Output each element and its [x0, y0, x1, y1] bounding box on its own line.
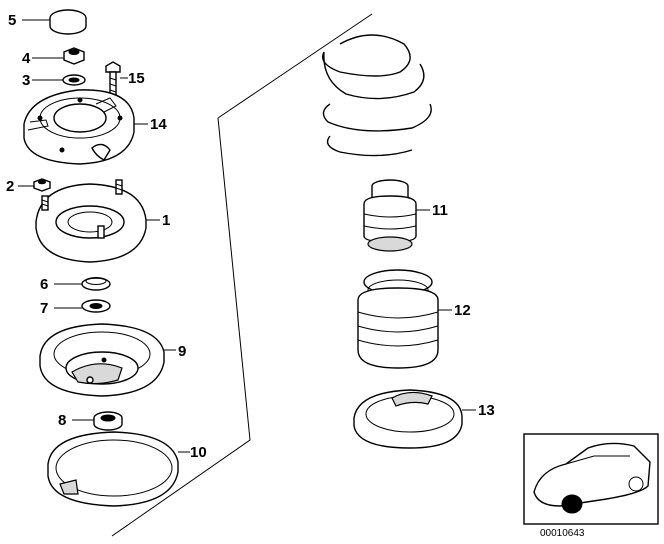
label-part-5: 5 — [8, 12, 16, 29]
label-part-11: 11 — [432, 202, 448, 219]
part-washer-top[interactable] — [62, 74, 86, 86]
coil-spring[interactable] — [322, 34, 432, 157]
label-part-3: 3 — [22, 72, 30, 89]
label-part-1: 1 — [162, 212, 170, 229]
part-bump-stop[interactable] — [363, 179, 417, 252]
label-part-13: 13 — [478, 402, 495, 419]
part-washer[interactable] — [81, 299, 111, 313]
reference-number: 00010643 — [540, 528, 585, 539]
label-part-15: 15 — [128, 70, 145, 87]
label-part-9: 9 — [178, 343, 186, 360]
label-part-10: 10 — [190, 444, 207, 461]
part-bearing[interactable] — [93, 411, 123, 431]
part-spring-seat[interactable] — [39, 323, 165, 397]
part-strut-mount[interactable] — [35, 179, 147, 263]
part-cap[interactable] — [49, 9, 87, 35]
label-part-6: 6 — [40, 276, 48, 293]
car-inset — [523, 433, 659, 525]
part-lower-pad[interactable] — [47, 431, 179, 507]
part-spring-pad[interactable] — [353, 389, 463, 449]
part-nut[interactable] — [63, 47, 85, 65]
part-bolt[interactable] — [105, 61, 121, 99]
label-part-4: 4 — [22, 50, 31, 67]
label-part-12: 12 — [454, 302, 471, 319]
part-ring[interactable] — [81, 277, 111, 291]
part-nut-small[interactable] — [33, 178, 51, 192]
divider-line — [111, 13, 373, 537]
part-protective-boot[interactable] — [357, 269, 439, 369]
label-part-2: 2 — [6, 178, 14, 195]
part-support-plate[interactable] — [23, 89, 135, 165]
label-part-14: 14 — [150, 116, 167, 133]
label-part-7: 7 — [40, 300, 48, 317]
label-part-8: 8 — [58, 412, 66, 429]
